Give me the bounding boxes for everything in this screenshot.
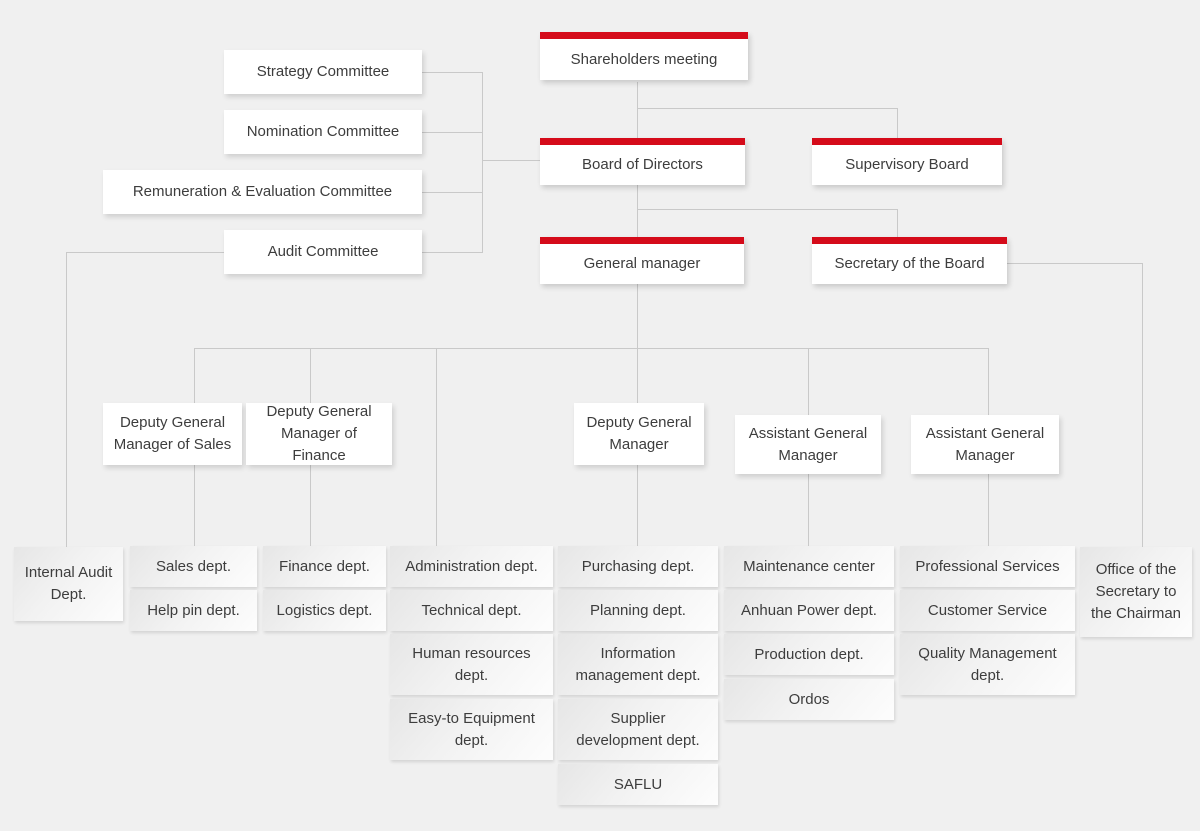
node-information-management-dept: Information management dept. xyxy=(558,634,718,695)
node-logistics-dept: Logistics dept. xyxy=(263,590,386,631)
connector-line xyxy=(1006,263,1142,264)
node-remuneration-evaluation-committee: Remuneration & Evaluation Committee xyxy=(103,170,422,214)
node-finance-dept: Finance dept. xyxy=(263,546,386,587)
node-board-of-directors: Board of Directors xyxy=(540,138,745,185)
node-maintenance-center: Maintenance center xyxy=(724,546,894,587)
node-deputy-gm-finance: Deputy General Manager of Finance xyxy=(246,403,392,465)
node-administration-dept: Administration dept. xyxy=(390,546,553,587)
connector-line xyxy=(637,82,638,138)
connector-line xyxy=(897,209,898,237)
connector-line xyxy=(66,252,224,253)
node-secretary-of-the-board: Secretary of the Board xyxy=(812,237,1007,284)
node-supervisory-board: Supervisory Board xyxy=(812,138,1002,185)
connector-line xyxy=(482,160,540,161)
connector-line xyxy=(422,132,482,133)
connector-line xyxy=(436,348,437,546)
node-office-of-secretary-to-chairman: Office of the Secretary to the Chairman xyxy=(1080,547,1192,637)
connector-line xyxy=(66,252,67,547)
connector-line xyxy=(637,108,898,109)
node-customer-service: Customer Service xyxy=(900,590,1075,631)
node-assistant-gm-2: Assistant General Manager xyxy=(911,415,1059,474)
node-saflu: SAFLU xyxy=(558,764,718,805)
node-production-dept: Production dept. xyxy=(724,634,894,675)
node-deputy-gm-sales: Deputy General Manager of Sales xyxy=(103,403,242,465)
node-ordos: Ordos xyxy=(724,679,894,720)
connector-line xyxy=(637,209,898,210)
node-shareholders-meeting: Shareholders meeting xyxy=(540,32,748,80)
connector-line xyxy=(897,108,898,138)
node-deputy-gm: Deputy General Manager xyxy=(574,403,704,465)
connector-line xyxy=(482,72,483,253)
node-nomination-committee: Nomination Committee xyxy=(224,110,422,154)
node-anhuan-power-dept: Anhuan Power dept. xyxy=(724,590,894,631)
node-assistant-gm-1: Assistant General Manager xyxy=(735,415,881,474)
node-planning-dept: Planning dept. xyxy=(558,590,718,631)
connector-line xyxy=(194,348,989,349)
node-human-resources-dept: Human resources dept. xyxy=(390,634,553,695)
connector-line xyxy=(637,185,638,237)
node-professional-services: Professional Services xyxy=(900,546,1075,587)
node-quality-management-dept: Quality Management dept. xyxy=(900,634,1075,695)
node-supplier-development-dept: Supplier development dept. xyxy=(558,699,718,760)
node-general-manager: General manager xyxy=(540,237,744,284)
connector-line xyxy=(422,252,482,253)
node-easy-to-equipment-dept: Easy-to Equipment dept. xyxy=(390,699,553,760)
node-internal-audit-dept: Internal Audit Dept. xyxy=(14,547,123,621)
connector-line xyxy=(1142,263,1143,547)
node-purchasing-dept: Purchasing dept. xyxy=(558,546,718,587)
node-strategy-committee: Strategy Committee xyxy=(224,50,422,94)
connector-line xyxy=(422,192,482,193)
node-audit-committee: Audit Committee xyxy=(224,230,422,274)
connector-line xyxy=(422,72,482,73)
node-sales-dept: Sales dept. xyxy=(130,546,257,587)
node-help-pin-dept: Help pin dept. xyxy=(130,590,257,631)
node-technical-dept: Technical dept. xyxy=(390,590,553,631)
